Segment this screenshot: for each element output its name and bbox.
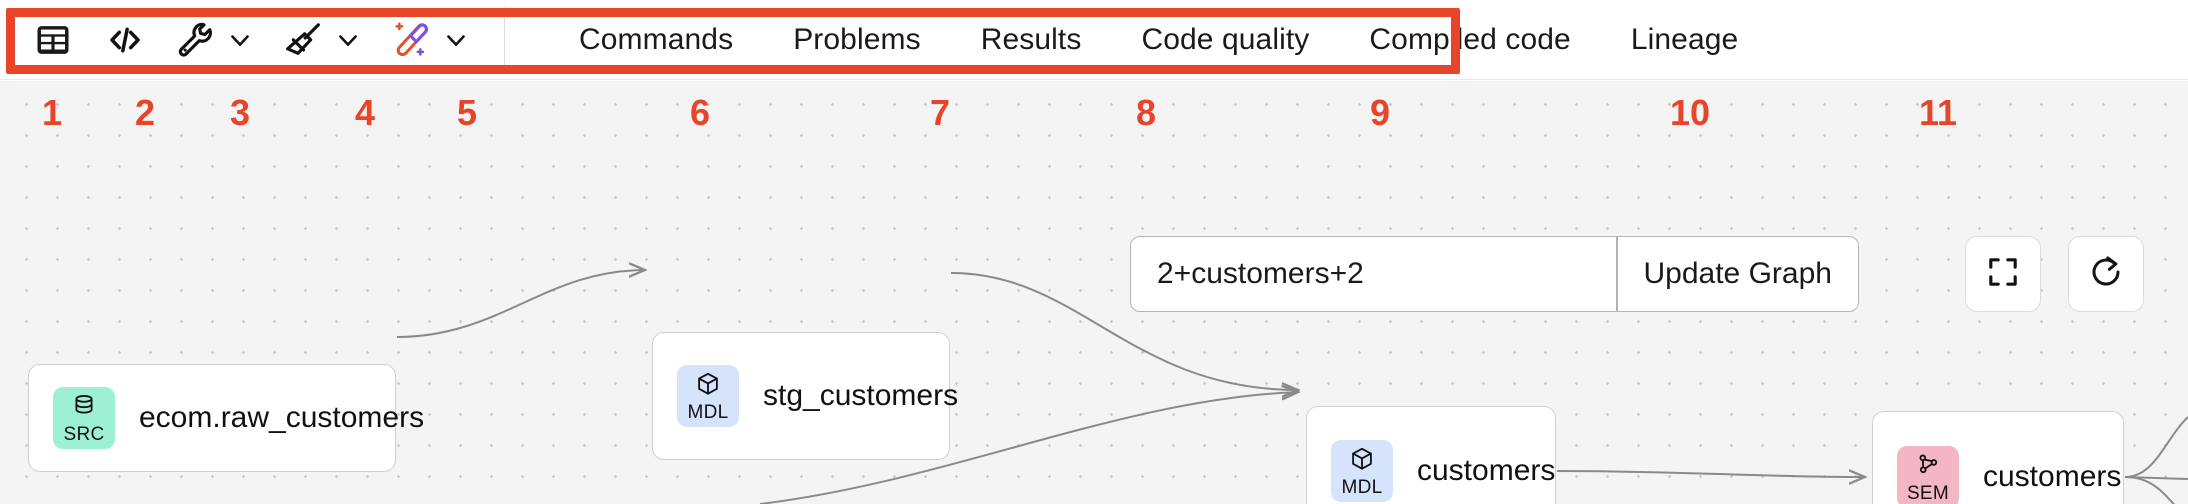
lineage-node-customers-semantic-label: customers bbox=[1983, 460, 2122, 493]
badge-sem-label: SEM bbox=[1906, 482, 1950, 504]
ai-assist-button[interactable]: AI assist bbox=[386, 14, 436, 66]
refresh-button[interactable] bbox=[2068, 236, 2144, 312]
toolbar-icon-group: Table view Code view bbox=[0, 0, 476, 79]
tab-problems[interactable]: Problems bbox=[793, 22, 921, 56]
tab-lineage[interactable]: Lineage bbox=[1630, 22, 1739, 56]
cube-icon bbox=[1349, 446, 1375, 477]
lineage-node-src-label: ecom.raw_customers bbox=[139, 401, 425, 434]
controls-divider bbox=[1616, 237, 1618, 311]
badge-mdl: MDL bbox=[677, 365, 739, 427]
tab-code-quality[interactable]: Code quality bbox=[1141, 22, 1310, 56]
ai-assist-chevron-down-icon[interactable] bbox=[436, 17, 476, 63]
broom-icon bbox=[280, 17, 326, 63]
lineage-canvas[interactable]: Update Graph bbox=[0, 81, 2188, 504]
fix-chevron-down-icon[interactable] bbox=[220, 17, 260, 63]
code-view-button[interactable]: Code view bbox=[98, 14, 152, 66]
badge-sem: SEM bbox=[1897, 446, 1959, 504]
editor-toolbar: Table view Code view bbox=[0, 0, 2188, 80]
format-chevron-down-icon[interactable] bbox=[328, 17, 368, 63]
badge-mdl: MDL bbox=[1331, 440, 1393, 502]
wrench-icon bbox=[172, 17, 218, 63]
toolbar-gap bbox=[80, 39, 98, 40]
lineage-node-stg-customers[interactable]: MDL stg_customers bbox=[652, 332, 958, 460]
toolbar-gap bbox=[152, 39, 170, 40]
toolbar-divider bbox=[504, 6, 505, 73]
lineage-node-customers-semantic[interactable]: SEM customers bbox=[1872, 411, 2124, 504]
badge-mdl-label: MDL bbox=[687, 401, 729, 423]
tab-commands[interactable]: Commands bbox=[579, 22, 734, 56]
graph-controls: Update Graph bbox=[1130, 236, 1859, 312]
table-view-button[interactable]: Table view bbox=[26, 14, 80, 66]
lineage-node-customers-model[interactable]: MDL customers bbox=[1306, 406, 1556, 504]
format-button[interactable]: Format bbox=[278, 14, 328, 66]
graph-expression-input[interactable] bbox=[1131, 237, 1616, 311]
lineage-node-stg-customers-label: stg_customers bbox=[763, 379, 959, 412]
refresh-icon bbox=[2088, 254, 2124, 295]
lineage-node-src[interactable]: SRC ecom.raw_customers bbox=[28, 364, 424, 472]
fix-button[interactable]: Fix bbox=[170, 14, 220, 66]
code-icon bbox=[102, 17, 148, 63]
cube-icon bbox=[695, 371, 721, 402]
toolbar-gap bbox=[368, 39, 386, 40]
database-icon bbox=[71, 393, 97, 424]
magic-wand-icon bbox=[388, 17, 434, 63]
badge-src-label: SRC bbox=[63, 423, 105, 445]
badge-mdl-label: MDL bbox=[1341, 476, 1383, 498]
badge-src: SRC bbox=[53, 387, 115, 449]
fullscreen-icon bbox=[1986, 255, 2020, 294]
table-icon bbox=[30, 17, 76, 63]
tab-results[interactable]: Results bbox=[980, 22, 1082, 56]
panel-tabs: Commands Problems Results Code quality C… bbox=[505, 0, 1768, 79]
lineage-node-customers-model-label: customers bbox=[1417, 454, 1556, 487]
network-icon bbox=[1915, 452, 1941, 483]
update-graph-button[interactable]: Update Graph bbox=[1617, 237, 1858, 311]
fullscreen-button[interactable] bbox=[1965, 236, 2041, 312]
tab-compiled-code[interactable]: Compiled code bbox=[1369, 22, 1571, 56]
toolbar-gap bbox=[260, 39, 278, 40]
